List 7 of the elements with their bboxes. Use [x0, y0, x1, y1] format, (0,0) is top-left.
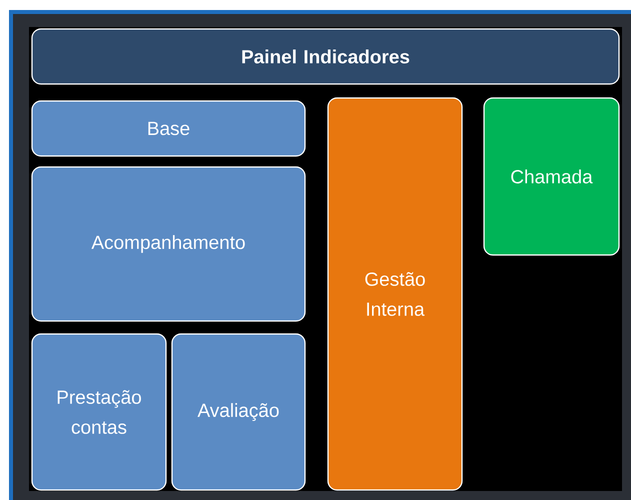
category-box: Prestação contas: [31, 333, 167, 491]
category-box: Gestão Interna: [327, 97, 463, 491]
category-box: Avaliação: [171, 333, 306, 491]
category-box: Base: [31, 100, 306, 157]
category-box: Chamada: [483, 97, 620, 256]
category-box: Acompanhamento: [31, 166, 306, 322]
title-box: Painel Indicadores: [31, 28, 620, 85]
